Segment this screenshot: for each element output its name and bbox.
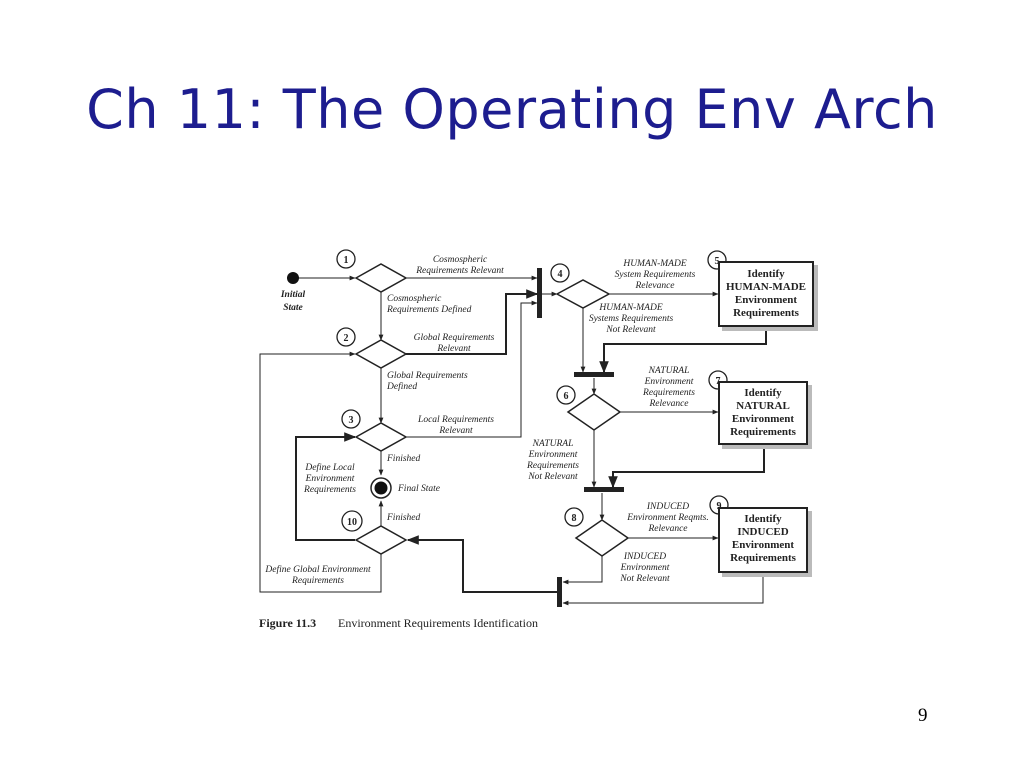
label-human-not-relevant-2: Systems Requirements [589, 314, 674, 324]
label-local-relevant-1: Local Requirements [417, 415, 494, 425]
edge-box5-to-join1 [599, 330, 767, 374]
label-natural-not-relevant-4: Not Relevant [527, 472, 578, 482]
label-global-defined-1: Global Requirements [387, 371, 468, 381]
svg-text:INDUCED: INDUCED [737, 526, 788, 538]
figure-caption-label: Figure 11.3 [259, 616, 316, 630]
edge-box9-to-join3 [562, 574, 764, 606]
label-natural-not-relevant-1: NATURAL [532, 439, 574, 449]
initial-state-label-1: Initial [280, 290, 306, 300]
edge-join3-to-d10 [406, 535, 558, 593]
label-finished-1: Finished [386, 454, 420, 464]
step-number-10: 10 [347, 517, 357, 528]
svg-text:NATURAL: NATURAL [736, 400, 790, 412]
label-natural-not-relevant-3: Requirements [526, 461, 579, 471]
decision-8 [574, 519, 630, 557]
svg-text:Requirements: Requirements [733, 307, 800, 319]
svg-text:Environment: Environment [735, 294, 797, 306]
label-define-global-1: Define Global Environment [264, 564, 371, 575]
final-state-ring [370, 477, 392, 499]
svg-text:Identify: Identify [747, 268, 785, 280]
label-natural-relevance-2: Environment [644, 377, 694, 387]
decision-6 [566, 393, 622, 431]
label-natural-relevance-4: Relevance [648, 399, 688, 409]
step-number-5: 5 [715, 256, 720, 267]
label-induced-not-relevant-3: Not Relevant [619, 574, 670, 584]
label-define-local-2: Environment [305, 474, 355, 484]
label-global-defined-2: Defined [386, 381, 417, 392]
decision-10 [354, 525, 408, 555]
svg-text:Identify: Identify [744, 387, 782, 399]
label-cosmo-defined-2: Requirements Defined [386, 304, 472, 315]
edge-d8-to-join3 [562, 556, 603, 585]
initial-state-label-2: State [283, 303, 303, 313]
label-cosmo-relevant-2: Requirements Relevant [415, 266, 504, 276]
svg-text:Environment: Environment [732, 539, 794, 551]
label-induced-relevance-1: INDUCED [646, 502, 689, 512]
activity-box-induced: Identify INDUCED Environment Requirement… [718, 507, 812, 577]
label-human-not-relevant-1: HUMAN-MADE [598, 303, 663, 313]
decision-4 [555, 279, 611, 309]
label-cosmo-defined-1: Cosmospheric [387, 294, 442, 304]
step-number-1: 1 [344, 255, 349, 266]
sync-bars [537, 268, 624, 607]
label-induced-not-relevant-2: Environment [620, 563, 670, 573]
label-global-relevant-2: Relevant [436, 344, 471, 354]
decision-2 [354, 339, 408, 369]
label-human-relevance-1: HUMAN-MADE [622, 259, 687, 269]
decision-3 [354, 422, 408, 452]
slide-title: Ch 11: The Operating Env Arch [86, 78, 938, 141]
label-human-relevance-2: System Requirements [615, 270, 696, 280]
label-define-local-3: Requirements [303, 485, 356, 495]
step-number-4: 4 [558, 269, 563, 280]
label-define-global-2: Requirements [291, 576, 344, 586]
edge-d2-to-fork [406, 289, 539, 355]
final-state-label: Final State [397, 484, 440, 494]
label-define-local-1: Define Local [304, 462, 355, 473]
initial-state-node [287, 272, 299, 284]
label-natural-relevance-3: Requirements [642, 388, 695, 398]
svg-text:Environment: Environment [732, 413, 794, 425]
final-state-node [374, 481, 388, 495]
label-human-not-relevant-3: Not Relevant [605, 325, 656, 335]
edge-d3-to-fork [406, 300, 538, 438]
svg-text:Identify: Identify [744, 513, 782, 525]
step-number-8: 8 [572, 513, 577, 524]
edge-box7-to-join2 [608, 446, 765, 489]
activity-box-human-made: Identify HUMAN-MADE Environment Requirem… [718, 261, 818, 331]
step-number-2: 2 [344, 333, 349, 344]
label-finished-2: Finished [386, 513, 420, 523]
join-bar-1 [574, 372, 614, 377]
page-number: 9 [918, 705, 928, 726]
label-human-relevance-3: Relevance [634, 281, 674, 291]
connectors [259, 275, 767, 606]
edge-define-global-loop [259, 351, 382, 593]
decision-nodes [354, 263, 630, 557]
label-cosmo-relevant-1: Cosmospheric [433, 255, 488, 265]
label-natural-not-relevant-2: Environment [528, 450, 578, 460]
svg-text:Requirements: Requirements [730, 552, 797, 564]
activity-box-natural: Identify NATURAL Environment Requirement… [718, 381, 812, 449]
edge-define-local-loop [295, 432, 357, 541]
svg-text:HUMAN-MADE: HUMAN-MADE [726, 281, 806, 293]
step-number-6: 6 [564, 391, 569, 402]
label-induced-relevance-3: Relevance [647, 524, 687, 534]
step-number-circles: 1 2 3 4 5 6 7 8 9 10 [336, 249, 729, 532]
figure-caption-text: Environment Requirements Identification [338, 616, 538, 630]
label-global-relevant-1: Global Requirements [414, 333, 495, 343]
label-induced-relevance-2: Environment Reqmts. [626, 513, 708, 523]
edge-labels: Cosmospheric Requirements Relevant Cosmo… [264, 255, 708, 586]
join-bar-3 [557, 577, 562, 607]
label-natural-relevance-1: NATURAL [648, 366, 690, 376]
label-induced-not-relevant-1: INDUCED [623, 552, 666, 562]
decision-1 [354, 263, 408, 293]
svg-text:Requirements: Requirements [730, 426, 797, 438]
fork-bar [537, 268, 542, 318]
join-bar-2 [584, 487, 624, 492]
label-local-relevant-2: Relevant [438, 426, 473, 436]
step-number-9: 9 [717, 501, 722, 512]
step-number-3: 3 [349, 415, 354, 426]
